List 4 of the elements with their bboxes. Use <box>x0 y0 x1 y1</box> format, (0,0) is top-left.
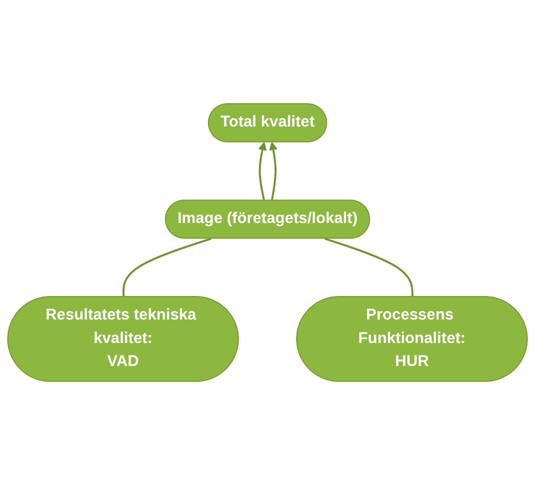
connector <box>324 238 414 298</box>
connector <box>122 238 212 298</box>
arrow <box>258 142 267 201</box>
arrow <box>269 142 278 201</box>
